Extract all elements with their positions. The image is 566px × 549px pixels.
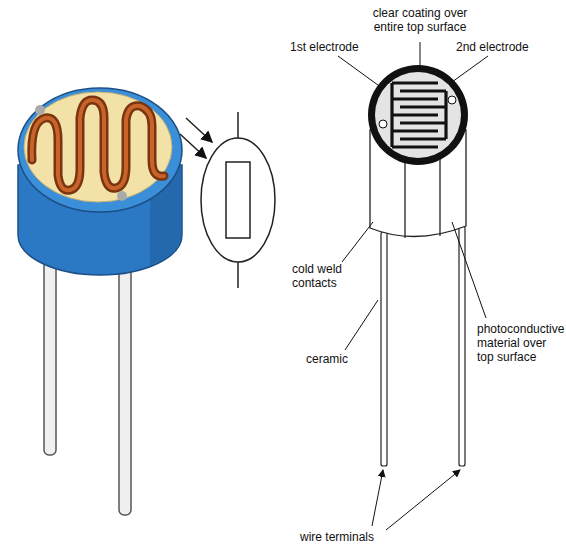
lead-wire: [44, 240, 131, 515]
part-label: 1st electrode: [290, 40, 380, 54]
part-label: clear coating over entire top surface: [360, 6, 480, 34]
ldr-body: [18, 88, 182, 275]
leader-line: [338, 42, 488, 530]
ldr-symbol: [180, 112, 275, 288]
lead-wire: [381, 226, 465, 466]
part-label: photoconductive material over top surfac…: [477, 322, 563, 364]
part-label: cold weld contacts: [292, 262, 362, 290]
part-label: 2nd electrode: [456, 40, 546, 54]
part-label: wire terminals: [300, 530, 410, 544]
ldr-head: [368, 65, 468, 165]
part-label: ceramic: [306, 352, 376, 366]
